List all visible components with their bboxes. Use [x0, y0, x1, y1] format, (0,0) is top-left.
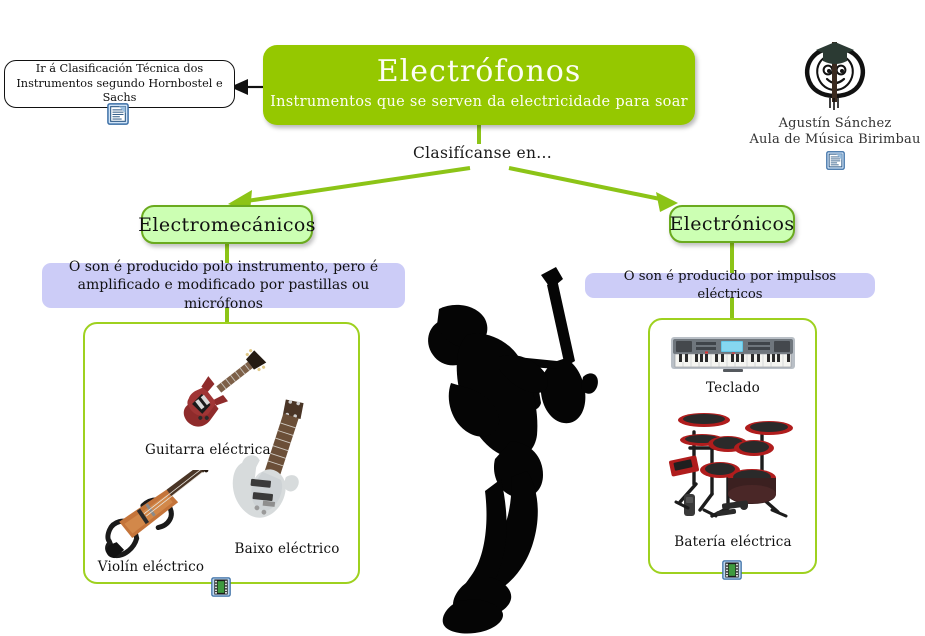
- description-electromecanicos: O son é producido polo instrumento, pero…: [42, 259, 405, 312]
- electric-bass-white: [232, 399, 304, 518]
- caption-violin-electrico: Violín eléctrico: [97, 559, 205, 575]
- page-title: Electrófonos: [376, 54, 582, 90]
- link-hornbostel-sachs[interactable]: Ir á Clasificación Técnica dos Instrumen…: [4, 60, 235, 108]
- birimbau-face-logo: [804, 42, 866, 110]
- category-electronicos[interactable]: Electrónicos: [669, 205, 795, 243]
- document-icon[interactable]: [107, 103, 129, 125]
- document-icon[interactable]: [825, 150, 845, 170]
- description-electronicos: O son é producido por impulsos eléctrico…: [585, 269, 875, 302]
- category-label: Electromecánicos: [138, 213, 316, 236]
- title-box: Electrófonos Instrumentos que se serven …: [263, 45, 695, 125]
- classify-label: Clasifícanse en...: [413, 144, 552, 162]
- caption-teclado: Teclado: [705, 380, 761, 396]
- caption-baixo-electrico: Baixo eléctrico: [234, 541, 340, 557]
- category-label: Electrónicos: [669, 213, 795, 235]
- brand-school: Aula de Música Birimbau: [749, 132, 921, 148]
- guitarist-silhouette: [428, 267, 598, 634]
- electric-guitar-red: [183, 349, 267, 427]
- electric-violin: [105, 470, 213, 559]
- keyboard-synth: [671, 337, 795, 372]
- brand-author: Agustín Sánchez: [778, 116, 892, 131]
- film-icon[interactable]: [211, 577, 231, 597]
- panel-electromecanicos: [83, 322, 360, 584]
- link-label: Ir á Clasificación Técnica dos Instrumen…: [16, 62, 223, 105]
- caption-guitarra-electrica: Guitarra eléctrica: [145, 442, 271, 458]
- caption-bateria-electrica: Batería eléctrica: [674, 534, 792, 550]
- page-subtitle: Instrumentos que se serven da electricid…: [270, 93, 688, 110]
- category-electromecanicos[interactable]: Electromecánicos: [138, 205, 316, 244]
- electronic-drum-kit: [669, 413, 793, 518]
- film-icon[interactable]: [722, 560, 742, 580]
- branding: Agustín Sánchez Aula de Música Birimbau: [745, 34, 925, 170]
